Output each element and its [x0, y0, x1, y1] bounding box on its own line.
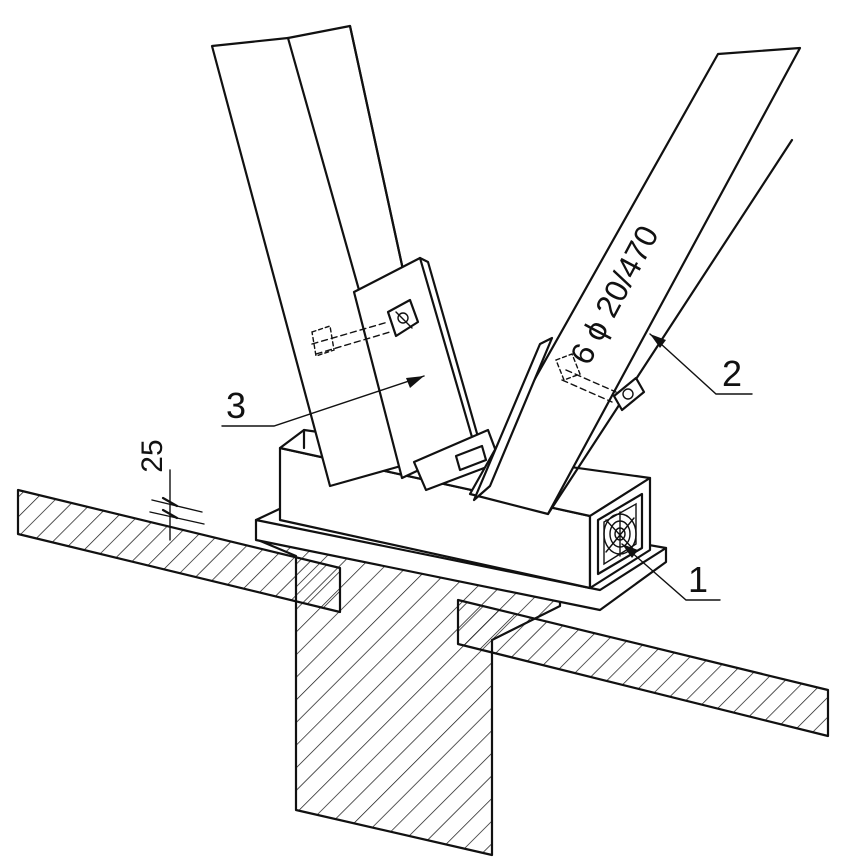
- callout-label-3: 3: [226, 385, 246, 426]
- callout-3: 3: [221, 375, 425, 427]
- gusset-plate: [352, 256, 502, 492]
- dimension-25: 25: [136, 439, 205, 541]
- left-bolt: [311, 298, 420, 357]
- callout-2: 2: [649, 333, 753, 395]
- callout-label-1: 1: [688, 559, 708, 600]
- base-plate: [254, 518, 668, 612]
- callout-label-2: 2: [722, 353, 742, 394]
- right-strut: [468, 46, 802, 516]
- right-bolt: [555, 353, 646, 412]
- callout-1: 1: [621, 543, 721, 601]
- dimension-label-25: 25: [136, 439, 169, 472]
